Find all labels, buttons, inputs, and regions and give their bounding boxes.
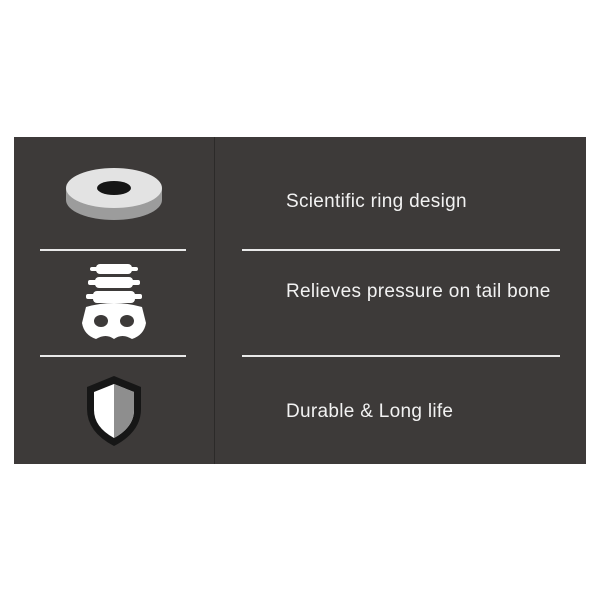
- column-divider: [214, 137, 215, 464]
- shield-icon-cell: [14, 357, 214, 464]
- text-row-divider-2: [242, 355, 560, 357]
- shield-icon: [87, 375, 141, 446]
- ring-icon-cell: [14, 137, 214, 249]
- feature-text-pressure-relief: Relieves pressure on tail bone: [286, 281, 551, 302]
- feature-text-ring-design: Scientific ring design: [286, 191, 467, 212]
- feature-text-durable: Durable & Long life: [286, 401, 454, 422]
- spine-icon: [82, 264, 146, 339]
- ring-cushion-icon: [66, 168, 162, 220]
- spine-icon-cell: [14, 251, 214, 355]
- feature-panel: Scientific ring design: [14, 137, 586, 464]
- icon-row-divider-2: [40, 355, 186, 357]
- icon-row-divider-1: [40, 249, 186, 251]
- text-row-divider-1: [242, 249, 560, 251]
